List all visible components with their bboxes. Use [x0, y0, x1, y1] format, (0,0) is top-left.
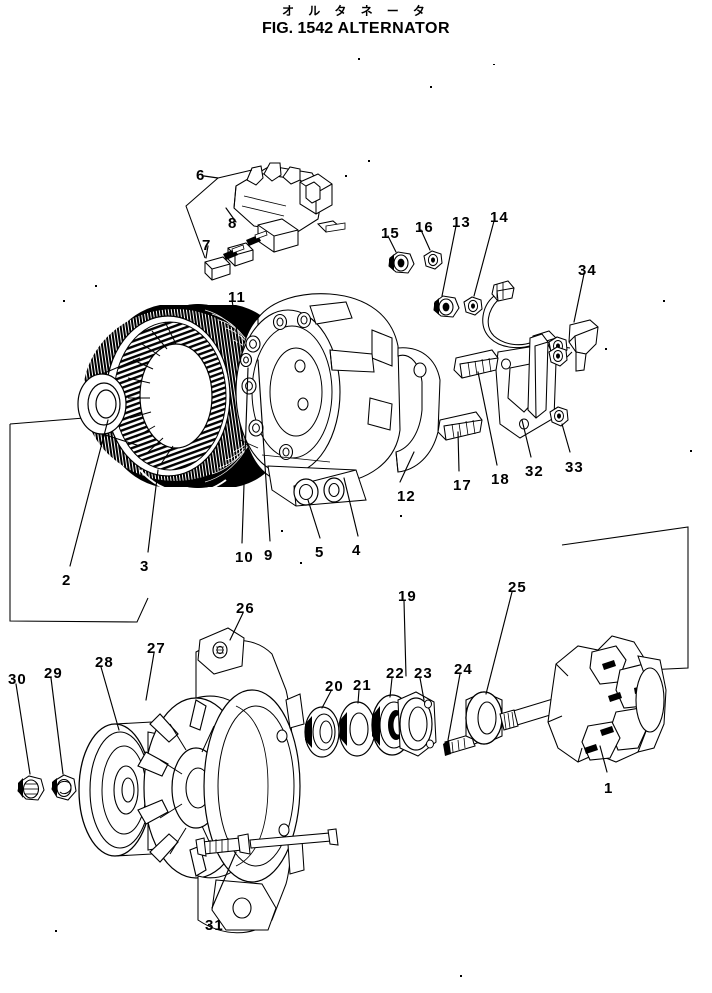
nut-13 [433, 295, 460, 318]
nut-33-lower [549, 406, 569, 427]
nut-30 [17, 775, 45, 801]
callout-18: 18 [491, 471, 510, 488]
callout-6: 6 [196, 167, 206, 184]
callout-24: 24 [454, 661, 473, 678]
stay-bracket [495, 333, 569, 439]
callout-25: 25 [508, 579, 527, 596]
nut-33-mid [548, 346, 568, 367]
washer-16 [423, 250, 443, 270]
terminal-hardware [388, 250, 483, 318]
page-title: FIG. 1542 ALTERNATOR [0, 19, 712, 39]
callout-20: 20 [325, 678, 344, 695]
callout-5: 5 [315, 544, 325, 561]
collar-25 [465, 691, 503, 745]
terminal-stud [239, 352, 253, 368]
title-block: オ ル タ ネ ー タ FIG. 1542 ALTERNATOR [0, 4, 712, 39]
leader-lines [15, 175, 608, 909]
callout-19: 19 [398, 588, 417, 605]
callout-13: 13 [452, 214, 471, 231]
washer-21 [338, 701, 376, 757]
rear-housing [235, 293, 401, 507]
kana-title: オ ル タ ネ ー タ [282, 4, 430, 18]
callout-14: 14 [490, 209, 509, 226]
washer-14 [463, 296, 483, 316]
spacer-17 [437, 411, 483, 441]
rotor-assembly [499, 635, 667, 763]
through-bolt [195, 828, 339, 857]
regulator-group-bracket [185, 169, 253, 259]
seal-20 [304, 706, 340, 758]
bushing [293, 477, 345, 506]
bearing-retainer-23 [397, 691, 437, 757]
lock-washer [51, 774, 77, 801]
callout-21: 21 [353, 677, 372, 694]
spacer-18 [453, 349, 499, 379]
callout-32: 32 [525, 463, 544, 480]
nut-15 [388, 251, 415, 274]
front-housing [195, 627, 305, 934]
callout-27: 27 [147, 640, 166, 657]
terminal-cover [568, 319, 599, 372]
figure-number: FIG. 1542 [261, 20, 334, 37]
callout-22: 22 [386, 665, 405, 682]
stator-group-bracket [9, 417, 149, 623]
callout-34: 34 [578, 262, 597, 279]
callout-11: 11 [228, 289, 246, 306]
callout-16: 16 [415, 219, 434, 236]
figure-title: ALTERNATOR [337, 20, 451, 37]
callout-28: 28 [95, 654, 114, 671]
callout-30: 30 [8, 671, 27, 688]
callout-12: 12 [397, 488, 416, 505]
callout-23: 23 [414, 665, 433, 682]
mount-bracket [395, 347, 441, 473]
callout-2: 2 [62, 572, 72, 589]
callout-1: 1 [604, 780, 614, 797]
callout-9: 9 [264, 547, 274, 564]
callout-4: 4 [352, 542, 362, 559]
callout-8: 8 [228, 215, 238, 232]
callout-26: 26 [236, 600, 255, 617]
callout-33: 33 [565, 459, 584, 476]
callout-3: 3 [140, 558, 150, 575]
callout-29: 29 [44, 665, 63, 682]
callout-31: 31 [205, 917, 224, 934]
regulator-brush-holder [204, 162, 346, 281]
callout-10: 10 [235, 549, 254, 566]
callout-7: 7 [202, 237, 212, 254]
callout-17: 17 [453, 477, 472, 494]
callout-15: 15 [381, 225, 400, 242]
